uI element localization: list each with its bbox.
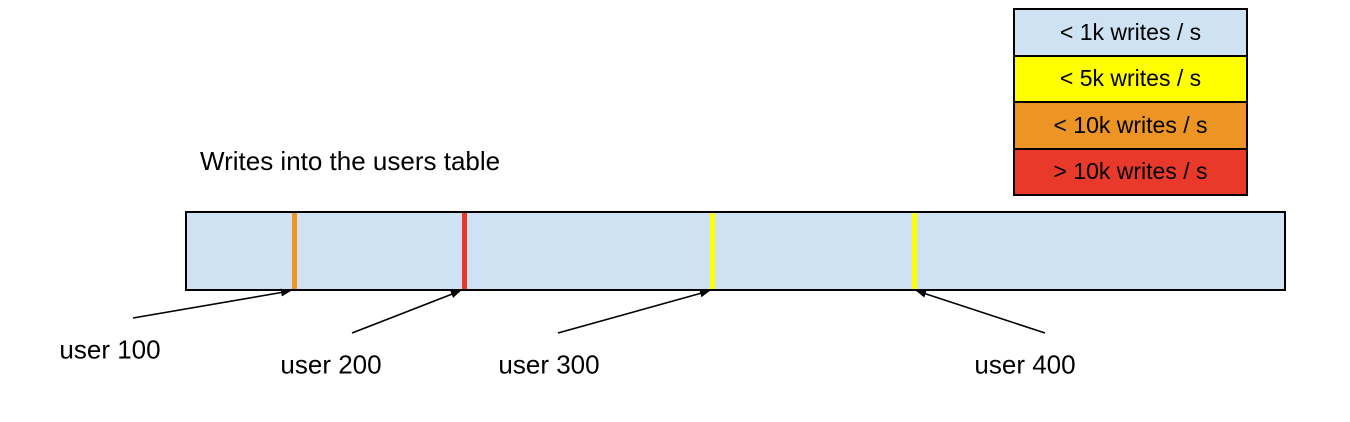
label-user-400: user 400 (974, 349, 1076, 380)
arrow-user-200 (351, 290, 461, 334)
legend-item-label: < 10k writes / s (1053, 111, 1208, 138)
legend-item-lt-10k-writes: < 10k writes / s (1015, 103, 1246, 150)
arrow-user-300 (557, 289, 710, 334)
diagram-title: Writes into the users table (200, 146, 501, 176)
users-table-bar (185, 211, 1286, 291)
arrow-user-400 (916, 290, 1046, 334)
legend-item-label: < 5k writes / s (1059, 65, 1202, 92)
label-user-300: user 300 (498, 349, 600, 380)
legend: < 1k writes / s < 5k writes / s < 10k writ… (1013, 8, 1248, 196)
label-user-200: user 200 (280, 349, 382, 380)
arrow-user-100 (132, 288, 291, 319)
legend-item-gt-10k-writes: > 10k writes / s (1015, 149, 1246, 194)
label-user-100: user 100 (59, 334, 161, 365)
legend-item-lt-5k-writes: < 5k writes / s (1015, 56, 1246, 103)
tick-user-300 (709, 213, 715, 289)
tick-user-100 (291, 213, 297, 289)
tick-user-400 (911, 213, 917, 289)
legend-item-lt-1k-writes: < 1k writes / s (1015, 10, 1246, 57)
tick-user-200 (461, 213, 467, 289)
legend-item-label: > 10k writes / s (1053, 158, 1208, 185)
legend-item-label: < 1k writes / s (1059, 18, 1202, 45)
